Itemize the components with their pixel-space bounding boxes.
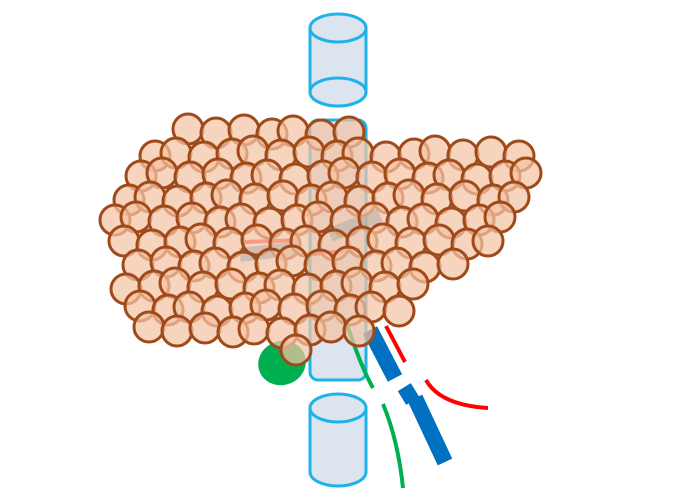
hepatocyte <box>314 310 348 344</box>
hepatocytes <box>98 112 543 367</box>
hepatocyte <box>132 310 166 344</box>
hepatocyte <box>342 314 376 348</box>
hepatocyte <box>279 333 313 367</box>
hepatocyte <box>471 224 505 258</box>
hepatocyte <box>436 247 470 281</box>
vena-cava-bottom-segment <box>308 392 368 488</box>
hepatocyte <box>396 267 430 301</box>
vena-cava-top-segment <box>308 12 368 108</box>
hepatocyte <box>382 294 416 328</box>
hepatocyte <box>188 311 222 345</box>
hepatocyte <box>160 314 194 348</box>
hepatocyte <box>237 312 271 346</box>
